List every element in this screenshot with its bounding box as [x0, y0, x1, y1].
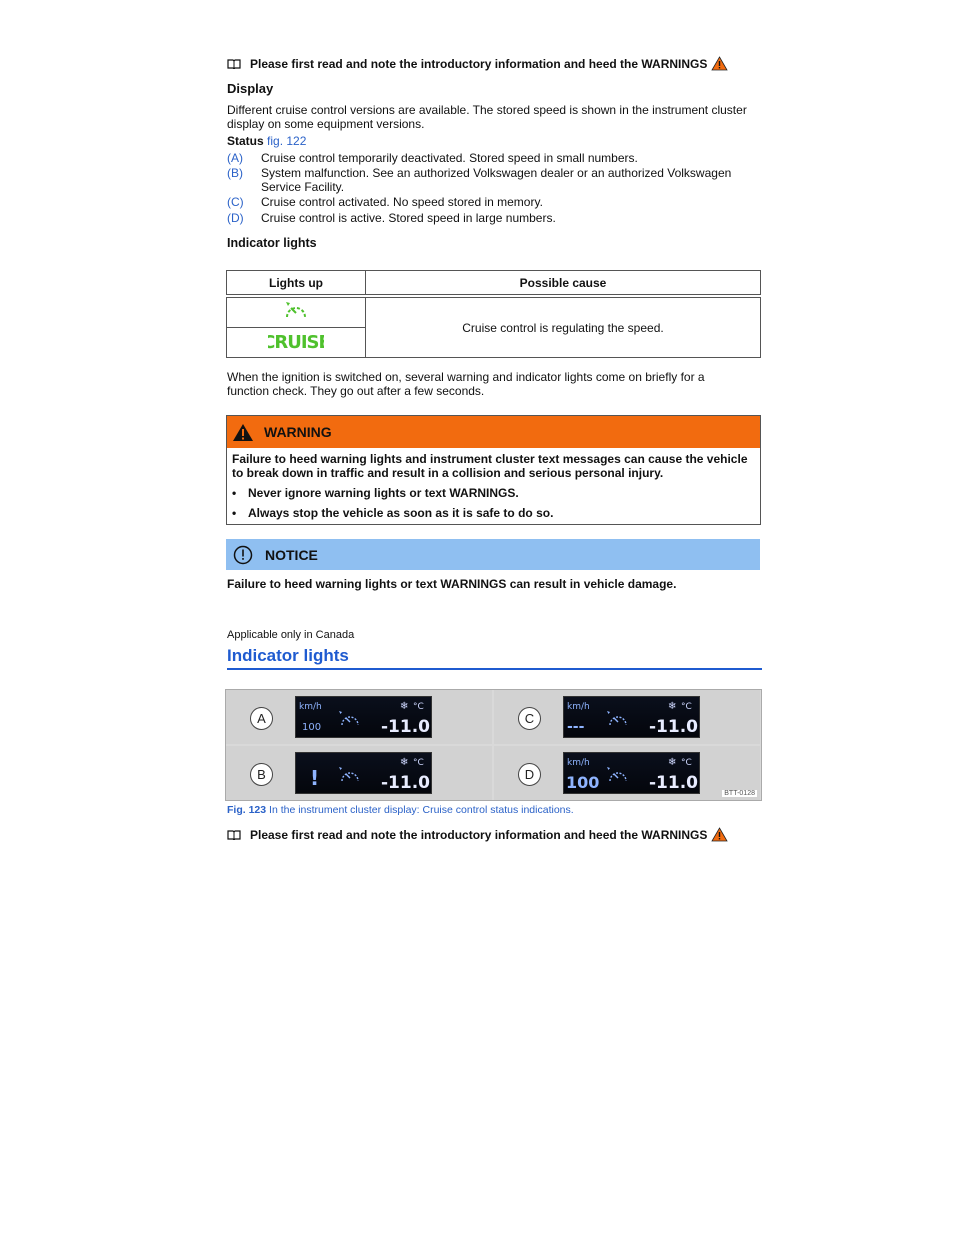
warning-body: Failure to heed warning lights and instr… [227, 448, 760, 524]
warning-title: WARNING [264, 424, 332, 440]
status-key[interactable]: (C) [227, 195, 244, 209]
figure-cruise-status: A km/h 100 ❄ °C -11.0 C km/h --- [225, 689, 762, 801]
svg-text:!: ! [310, 766, 319, 790]
warning-text: Failure to heed warning lights and instr… [232, 452, 748, 480]
read-note-text: Please first read and note the introduct… [250, 827, 708, 842]
warning-bullet: • Never ignore warning lights or text WA… [232, 486, 519, 500]
read-note-text: Please first read and note the introduct… [250, 56, 708, 71]
svg-text:°C: °C [681, 758, 692, 768]
cruise-speedometer-icon [286, 302, 306, 318]
cruise-speedometer-icon [607, 711, 627, 726]
cruise-text-icon: CRUISE [262, 332, 331, 353]
lcd-display: km/h --- ❄ °C -11.0 [563, 696, 700, 738]
status-item: (A) Cruise control temporarily deactivat… [227, 151, 741, 165]
lcd-display: km/h 100 ❄ °C -11.0 [295, 696, 432, 738]
snowflake-icon: ❄ [400, 701, 408, 712]
panel-letter: D [518, 763, 541, 786]
indicator-table: Lights up Possible cause Cruise control … [226, 270, 761, 358]
table-cause-cell: Cruise control is regulating the speed. [365, 297, 761, 358]
display-heading: Display [227, 81, 274, 96]
lcd-display: km/h 100 ❄ °C -11.0 [563, 752, 700, 794]
warning-box: WARNING Failure to heed warning lights a… [226, 415, 761, 525]
panel-letter: A [250, 707, 273, 730]
figure-caption: Fig. 123 In the instrument cluster displ… [227, 804, 574, 816]
warning-triangle-icon[interactable] [711, 56, 729, 71]
warning-triangle-icon[interactable] [711, 827, 729, 842]
lcd-display: ! ❄ °C -11.0 [295, 752, 432, 794]
status-item: (C) Cruise control activated. No speed s… [227, 195, 741, 209]
svg-text:-11.0: -11.0 [649, 717, 698, 737]
read-note-bottom: Please first read and note the introduct… [227, 827, 729, 842]
warning-header: WARNING [227, 416, 760, 448]
table-header: Possible cause [365, 270, 761, 295]
figure-panel-d: D km/h 100 ❄ °C -11.0 [494, 746, 760, 800]
status-item: (D) Cruise control is active. Stored spe… [227, 211, 741, 225]
figure-caption-text: In the instrument cluster display: Cruis… [269, 804, 574, 816]
book-icon [227, 829, 241, 840]
table-header: Lights up [226, 270, 366, 295]
table-icon-cell: CRUISE [226, 327, 366, 358]
warning-triangle-icon [233, 423, 253, 441]
svg-text:100: 100 [302, 722, 321, 733]
figure-panel-a: A km/h 100 ❄ °C -11.0 [226, 690, 492, 744]
notice-header: NOTICE [226, 539, 760, 570]
figure-panel-c: C km/h --- ❄ °C -11.0 [494, 690, 760, 744]
status-text: System malfunction. See an authorized Vo… [261, 166, 732, 194]
status-label: Status [227, 134, 264, 148]
svg-text:CRUISE: CRUISE [268, 332, 324, 352]
svg-text:°C: °C [681, 702, 692, 712]
section-heading: Indicator lights [227, 646, 762, 670]
book-icon [227, 58, 241, 69]
svg-text:°C: °C [413, 758, 424, 768]
cruise-speedometer-icon [339, 767, 359, 782]
snowflake-icon: ❄ [668, 757, 676, 768]
snowflake-icon: ❄ [668, 701, 676, 712]
applicability-note: Applicable only in Canada [227, 629, 355, 641]
warning-bullet-text: Always stop the vehicle as soon as it is… [248, 506, 554, 520]
status-key[interactable]: (A) [227, 151, 243, 165]
figure-caption-label: Fig. 123 [227, 804, 267, 816]
status-text: Cruise control is active. Stored speed i… [261, 211, 556, 225]
status-text: Cruise control activated. No speed store… [261, 195, 543, 209]
status-line: Status fig. 122 [227, 134, 306, 148]
svg-text:-11.0: -11.0 [381, 717, 430, 737]
status-item: (B) System malfunction. See an authorize… [227, 166, 741, 194]
notice-exclamation-icon [233, 545, 253, 564]
display-intro: Different cruise control versions are av… [227, 103, 747, 131]
svg-text:km/h: km/h [567, 758, 590, 768]
panel-letter: B [250, 763, 273, 786]
warning-bullet: • Always stop the vehicle as soon as it … [232, 506, 554, 520]
cruise-speedometer-icon [607, 767, 627, 782]
notice-title: NOTICE [265, 546, 318, 563]
indicator-heading: Indicator lights [227, 236, 317, 250]
cruise-speedometer-icon [339, 711, 359, 726]
warning-bullet-text: Never ignore warning lights or text WARN… [248, 486, 519, 500]
read-note-top: Please first read and note the introduct… [227, 56, 729, 71]
notice-text: Failure to heed warning lights or text W… [227, 577, 677, 591]
table-icon-cell [226, 297, 366, 328]
panel-letter: C [518, 707, 541, 730]
status-key[interactable]: (D) [227, 211, 244, 225]
svg-text:100: 100 [566, 773, 599, 792]
svg-text:km/h: km/h [299, 702, 322, 712]
figure-code: BTT-0128 [722, 790, 757, 797]
svg-text:-11.0: -11.0 [649, 773, 698, 793]
svg-text:km/h: km/h [567, 702, 590, 712]
status-key[interactable]: (B) [227, 166, 243, 180]
status-fig-link[interactable]: fig. 122 [267, 134, 307, 148]
svg-text:---: --- [567, 719, 585, 735]
ignition-note: When the ignition is switched on, severa… [227, 370, 705, 398]
status-text: Cruise control temporarily deactivated. … [261, 151, 638, 165]
snowflake-icon: ❄ [400, 757, 408, 768]
svg-text:-11.0: -11.0 [381, 773, 430, 793]
figure-panel-b: B ! ❄ °C -11.0 [226, 746, 492, 800]
svg-text:°C: °C [413, 702, 424, 712]
